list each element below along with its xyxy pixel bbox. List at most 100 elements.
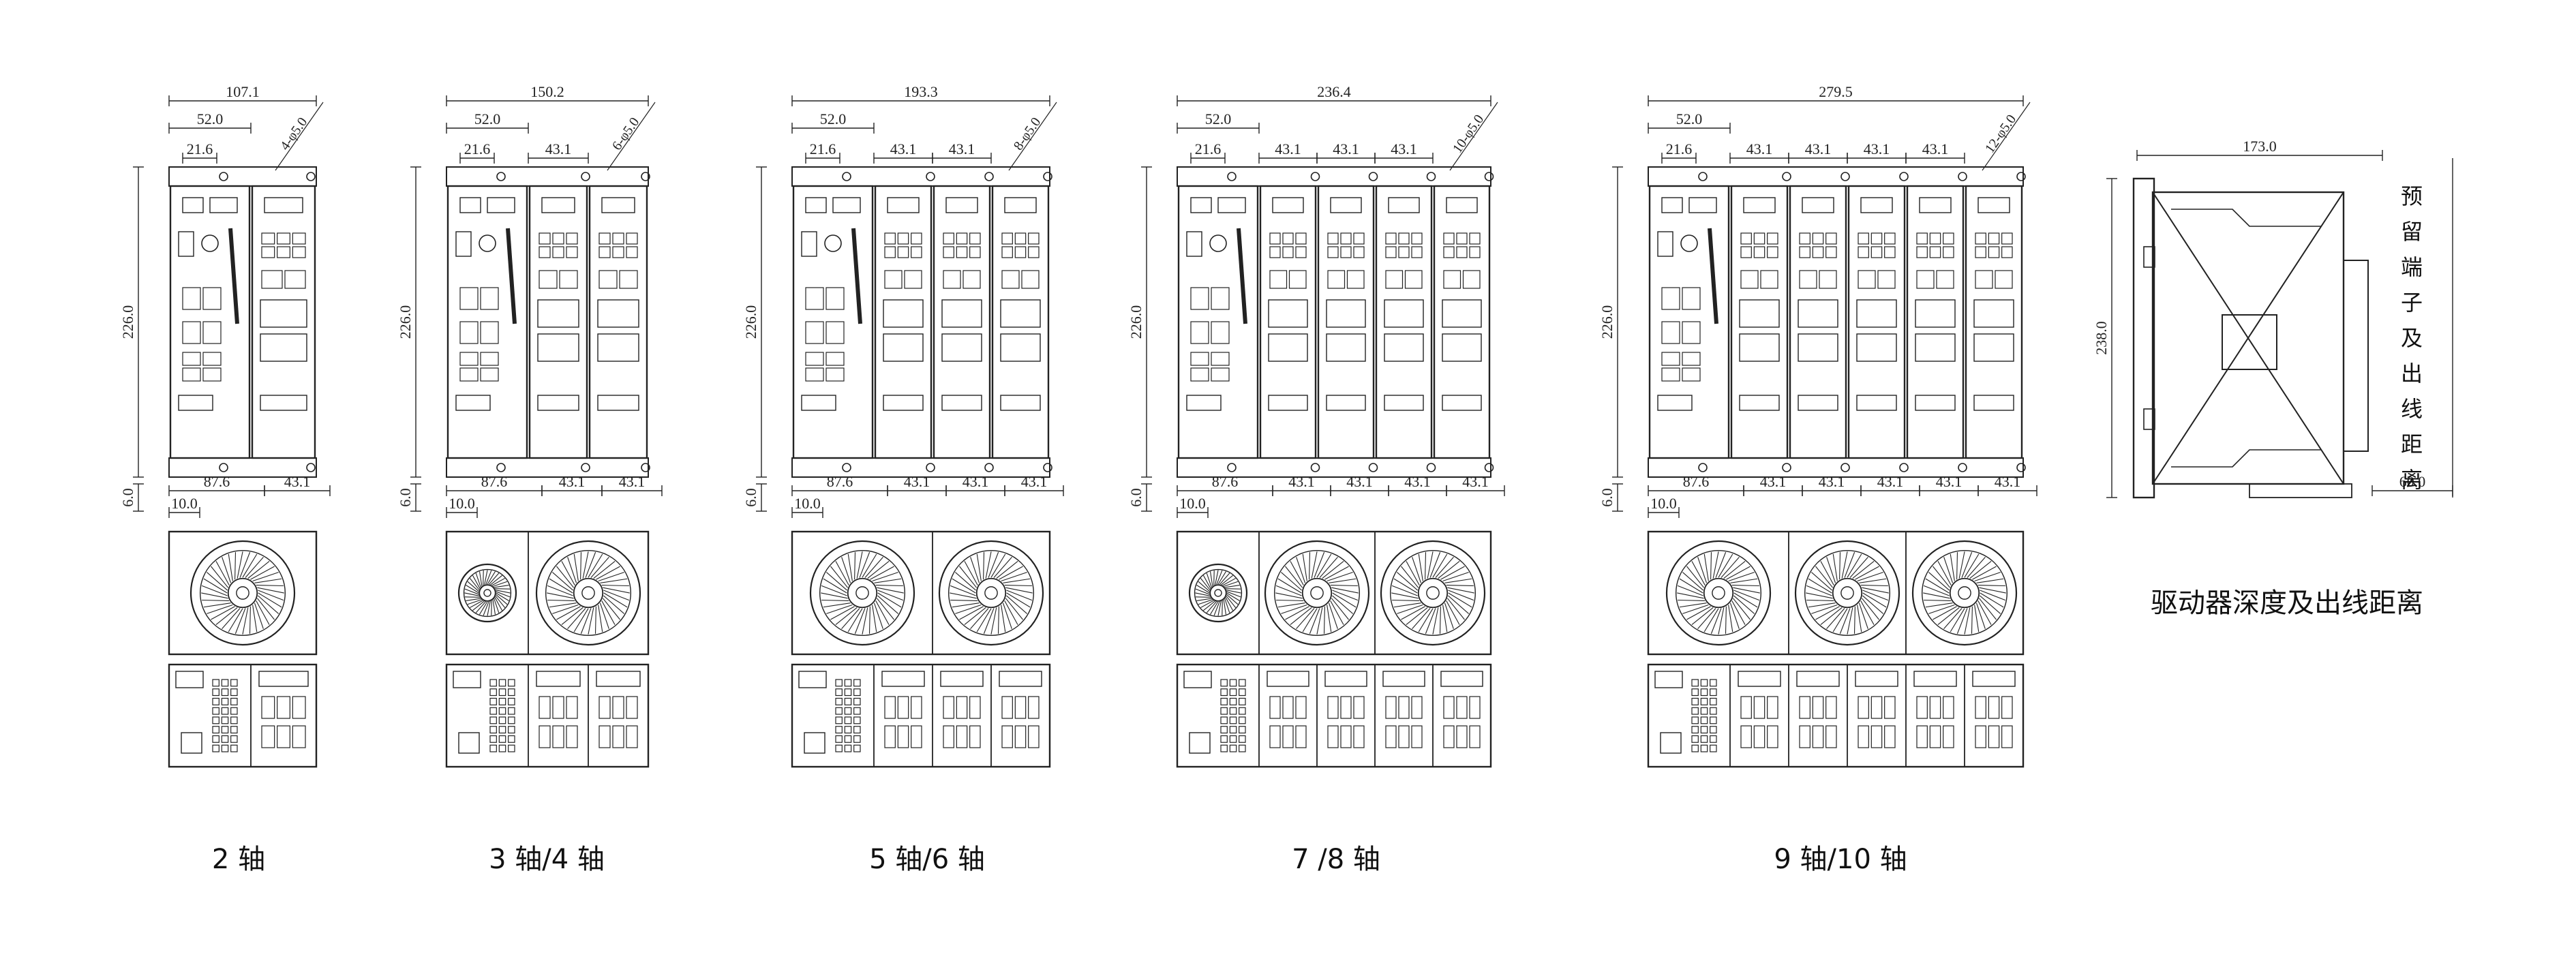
- connector-pins: [1710, 699, 1716, 705]
- connector-pins: [1239, 689, 1245, 696]
- cooling-fan-blade: [1833, 554, 1837, 581]
- dim-mounting-holes: 10-φ5.0: [1450, 112, 1487, 155]
- cooling-fan-blade: [1726, 607, 1727, 634]
- axis-module-io: [277, 233, 290, 244]
- axis-module-encoder-port: [599, 271, 617, 288]
- dim-module-base-label: 43.1: [963, 473, 989, 490]
- axis-module-io: [1768, 247, 1778, 258]
- connector-pins: [845, 717, 851, 724]
- axis-module-nameplate: [1327, 395, 1365, 410]
- cooling-fan-blade: [876, 585, 903, 586]
- connector-pins: [509, 727, 515, 733]
- axis-module-encoder-port: [1270, 271, 1287, 288]
- power-module-connector: [1218, 198, 1245, 213]
- axis-module-motor-port: [1269, 334, 1307, 361]
- connector-pins: [836, 727, 842, 733]
- axis-module-io: [1826, 233, 1836, 244]
- small-fan-ring: [1189, 564, 1247, 622]
- cooling-fan-blade: [1281, 573, 1301, 590]
- small-fan-hub-core: [1215, 590, 1222, 596]
- dim-module-pitch-label: 43.1: [1805, 140, 1832, 157]
- cooling-fan-blade: [1972, 607, 1973, 634]
- cooling-fan: [1381, 541, 1485, 645]
- cooling-fan-blade: [1718, 607, 1724, 634]
- cooling-fan-blade: [243, 607, 248, 634]
- mount-hole: [1369, 463, 1378, 472]
- connector-pins: [499, 727, 505, 733]
- axis-module-nameplate: [538, 395, 579, 410]
- connector-pins: [1692, 736, 1698, 743]
- connector-rj45: [885, 726, 895, 748]
- mount-hole: [1699, 172, 1707, 181]
- axis-module-motor-port: [1798, 334, 1838, 361]
- connector-pins: [1221, 680, 1227, 686]
- connector-usb: [1189, 733, 1210, 753]
- cooling-fan-blade: [222, 608, 240, 628]
- connector-rj45: [539, 697, 550, 718]
- axis-module-connector: [1920, 198, 1951, 213]
- dim-base-label: 87.6: [481, 473, 508, 490]
- mount-hole: [1900, 172, 1908, 181]
- cooling-fan-blade: [1806, 600, 1834, 601]
- axis-module-encoder-port: [1328, 271, 1345, 288]
- cooling-fan-blade: [237, 551, 243, 578]
- cooling-fan-blade: [549, 603, 577, 607]
- connector-rj45: [1768, 697, 1778, 718]
- axis-module-io: [1930, 247, 1940, 258]
- connector-pins: [231, 736, 237, 743]
- axis-module-io: [1270, 233, 1280, 244]
- power-module-terminal: [1191, 322, 1209, 344]
- connector-rj45: [1002, 697, 1012, 718]
- power-module-terminal: [460, 322, 478, 344]
- axis-module-io: [956, 233, 967, 244]
- cooling-fan-ring: [1381, 541, 1485, 645]
- axis-module-nameplate: [1269, 395, 1307, 410]
- cooling-fan-blade: [1808, 603, 1836, 607]
- axis-module-connector: [1005, 198, 1036, 213]
- connector-rj45: [553, 726, 564, 748]
- connector-rj45: [1386, 726, 1396, 748]
- connector-pins: [1692, 707, 1698, 714]
- power-module-switch: [1187, 232, 1202, 256]
- dim-depth-label: 173.0: [2243, 138, 2277, 155]
- side-foot: [2249, 484, 2352, 498]
- cooling-fan-blade: [574, 554, 578, 581]
- cooling-fan: [536, 541, 640, 645]
- power-module-terminal: [806, 322, 823, 344]
- axis-module-io: [566, 233, 577, 244]
- cooling-fan-blade: [1733, 596, 1754, 613]
- power-module-nameplate: [179, 395, 213, 410]
- side-edge: [2171, 209, 2321, 226]
- connector-pins: [836, 717, 842, 724]
- power-module-terminal: [481, 322, 498, 344]
- dim-gap-label: 6.0: [1598, 488, 1616, 507]
- cooling-fan-blade: [1862, 596, 1883, 613]
- axis-module-nameplate: [1915, 395, 1955, 410]
- cooling-fan-blade: [602, 585, 629, 586]
- connector-rj45: [292, 697, 305, 718]
- mount-hole: [1699, 463, 1707, 472]
- connector-tab: [1655, 671, 1682, 688]
- cooling-fan-blade: [1980, 596, 2000, 613]
- connector-pins: [1221, 736, 1227, 743]
- cooling-fan-hub-core: [1427, 587, 1439, 599]
- side-mount-plate: [2134, 179, 2154, 498]
- axis-module-io: [262, 247, 275, 258]
- connector-rj45: [898, 726, 908, 748]
- mount-hole: [219, 463, 228, 472]
- cooling-fan-ring-inner: [200, 551, 286, 636]
- cooling-fan-blade: [1297, 608, 1314, 628]
- dim-height-label: 226.0: [1127, 305, 1145, 339]
- connector-rj45: [277, 726, 290, 748]
- connector-pins: [222, 707, 228, 714]
- connector-rj45: [1975, 726, 1986, 748]
- connector-rj45: [1029, 697, 1039, 718]
- connector-pins: [231, 745, 237, 752]
- mount-hole: [926, 172, 935, 181]
- connector-pins: [231, 727, 237, 733]
- axis-module-motor-port: [1740, 300, 1779, 327]
- cooling-fan-ring: [1667, 541, 1770, 645]
- connector-rj45: [1826, 697, 1836, 718]
- axis-module-io: [626, 247, 637, 258]
- cooling-fan-blade: [1950, 554, 1954, 581]
